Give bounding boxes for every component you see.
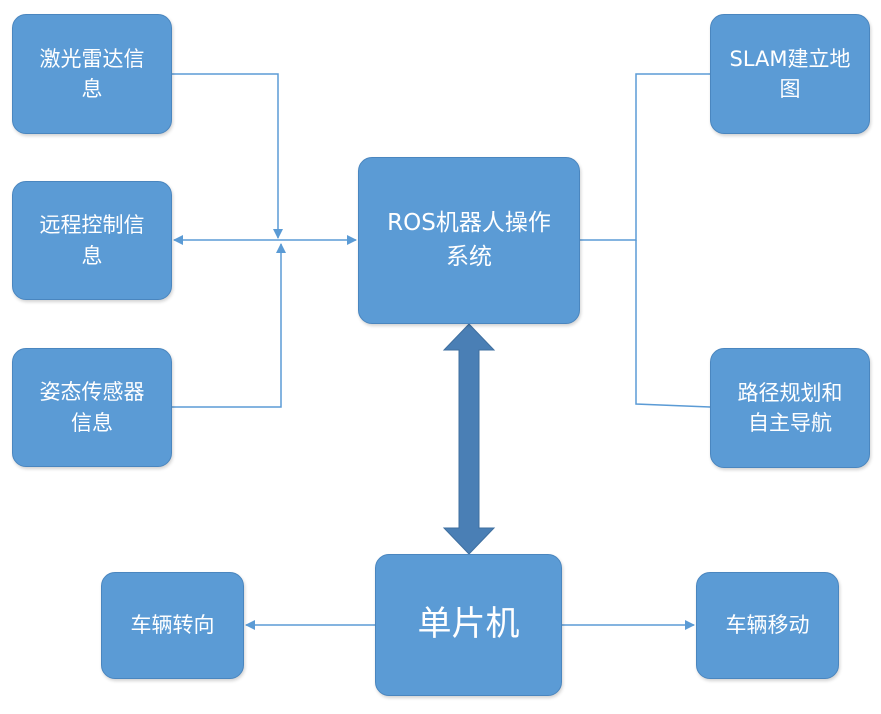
- mcu-box: 单片机: [375, 554, 562, 696]
- vehicle-steering-box: 车辆转向: [101, 572, 244, 679]
- path-planning-navigation-box: 路径规划和 自主导航: [710, 348, 870, 468]
- imu-connector: [172, 243, 286, 408]
- vehicle-moving-box: 车辆移动: [696, 572, 839, 679]
- ros-mcu-double-arrow: [442, 323, 496, 555]
- lidar-info-box: 激光雷达信 息: [12, 14, 172, 134]
- ros-to-nav-connector: [635, 240, 711, 408]
- ros-to-slam-connector: [580, 73, 710, 241]
- attitude-sensor-info-box: 姿态传感器 信息: [12, 348, 172, 467]
- slam-mapping-box: SLAM建立地 图: [710, 14, 870, 134]
- remote-control-info-box: 远程控制信 息: [12, 181, 172, 300]
- lidar-connector: [172, 73, 283, 239]
- ros-system-box: ROS机器人操作 系统: [358, 157, 580, 324]
